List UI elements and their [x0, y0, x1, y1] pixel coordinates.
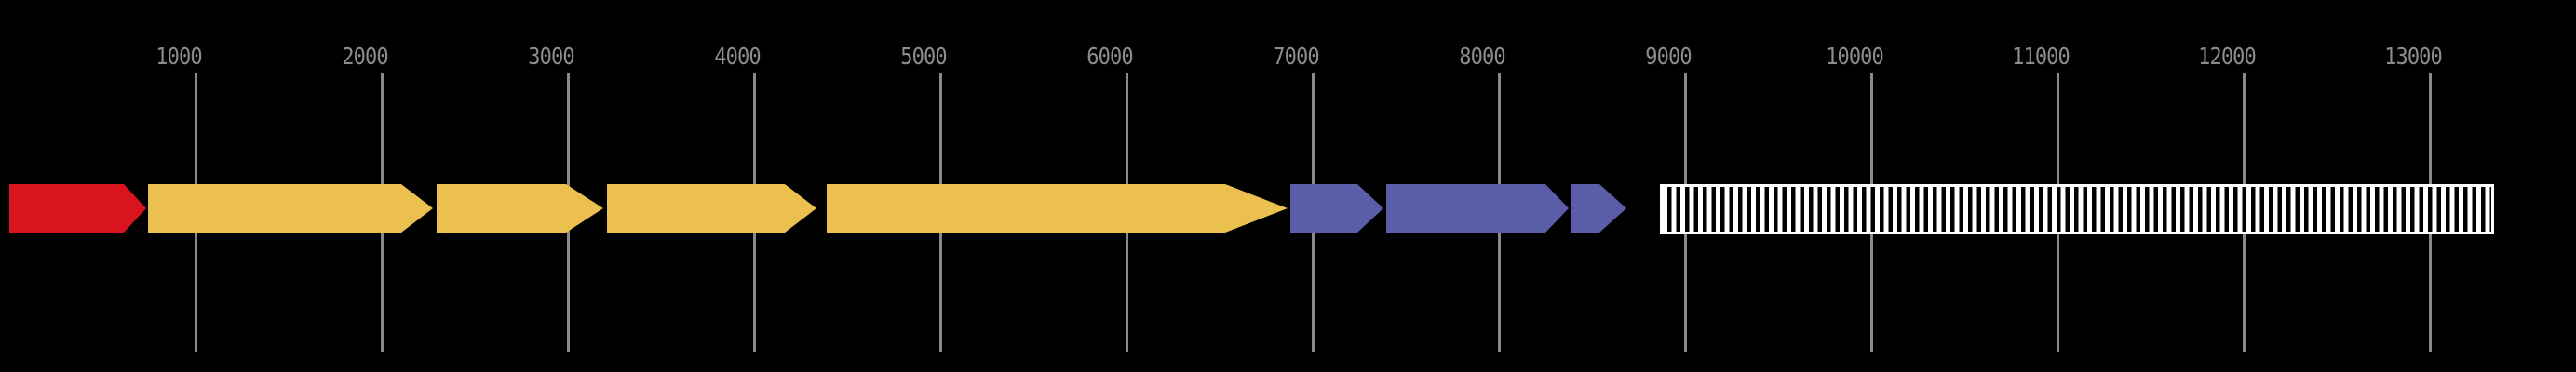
gene-arrow: [437, 184, 603, 232]
gene-arrow: [1290, 184, 1383, 232]
ruler-tick-label: 10000: [1826, 43, 1884, 70]
ruler-tick-label: 11000: [2012, 43, 2070, 70]
gene-arrow: [148, 184, 433, 232]
ruler-tick-label: 3000: [528, 43, 574, 70]
ruler-tick-label: 1000: [155, 43, 202, 70]
ruler-tick-label: 6000: [1086, 43, 1133, 70]
ruler-tick-label: 13000: [2384, 43, 2443, 70]
ruler-tick-label: 4000: [714, 43, 761, 70]
gene-arrow: [607, 184, 816, 232]
ruler-tick-label: 2000: [342, 43, 388, 70]
ruler-tick-label: 8000: [1459, 43, 1505, 70]
ruler-tick-label: 7000: [1273, 43, 1319, 70]
ruler-tick-label: 5000: [900, 43, 947, 70]
gene-arrow: [827, 184, 1288, 232]
gene-arrow: [1571, 184, 1626, 232]
ruler-tick-label: 9000: [1645, 43, 1692, 70]
gene-arrow: [1386, 184, 1569, 232]
gene-arrow: [9, 184, 146, 232]
ruler-tick-label: 12000: [2198, 43, 2257, 70]
hatched-region: [1660, 184, 2494, 234]
